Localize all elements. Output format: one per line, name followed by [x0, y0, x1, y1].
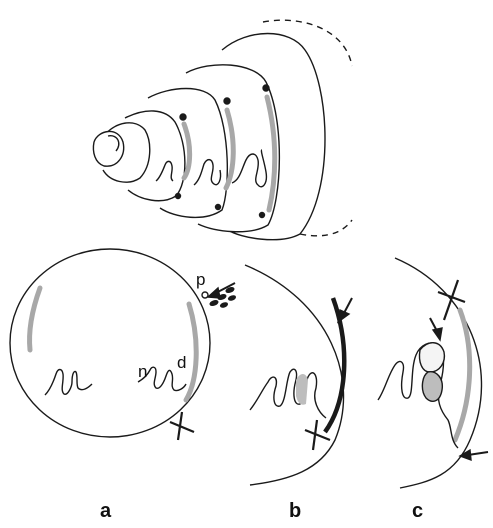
- panel-b-fold-fill: [296, 374, 308, 405]
- panel-a-cross-1: [170, 422, 194, 432]
- panel-c-gray-wall: [455, 310, 470, 440]
- panel-b-arrowhead: [338, 310, 349, 322]
- panel-a-fold-left: [45, 370, 92, 396]
- panel-c-diagram: [378, 258, 488, 488]
- panel-a-circle: [10, 249, 210, 437]
- dot-4: [260, 213, 265, 218]
- panel-label-c: c: [412, 500, 423, 523]
- panel-c-blob-gray: [422, 372, 442, 402]
- dot-1: [263, 85, 269, 91]
- dot-5: [216, 205, 221, 210]
- dot-3: [180, 114, 186, 120]
- particle-5: [228, 295, 236, 301]
- panel-label-b: b: [289, 500, 301, 523]
- panel-c-arrowhead-bottom: [460, 450, 471, 460]
- panel-a-gray-right: [186, 304, 196, 400]
- panel-b-arc: [245, 265, 344, 485]
- label-p: p: [196, 270, 205, 290]
- panel-c-blob-white: [419, 343, 444, 372]
- panel-b-diagram: [245, 265, 352, 485]
- label-d: d: [177, 353, 186, 373]
- panel-a-gray-left: [29, 288, 40, 350]
- dot-6: [176, 194, 181, 199]
- protoconch: [93, 131, 123, 166]
- panel-label-a: a: [100, 500, 111, 523]
- conch-diagram: [93, 20, 352, 239]
- panel-c-arrowhead-top: [433, 328, 442, 340]
- particle-4: [220, 302, 228, 308]
- panel-c-cross-2: [444, 280, 458, 320]
- panel-c-fold: [378, 343, 458, 448]
- dot-2: [224, 98, 230, 104]
- label-n: n: [138, 362, 147, 382]
- particle-1: [210, 300, 219, 306]
- panel-b-fold: [250, 369, 326, 418]
